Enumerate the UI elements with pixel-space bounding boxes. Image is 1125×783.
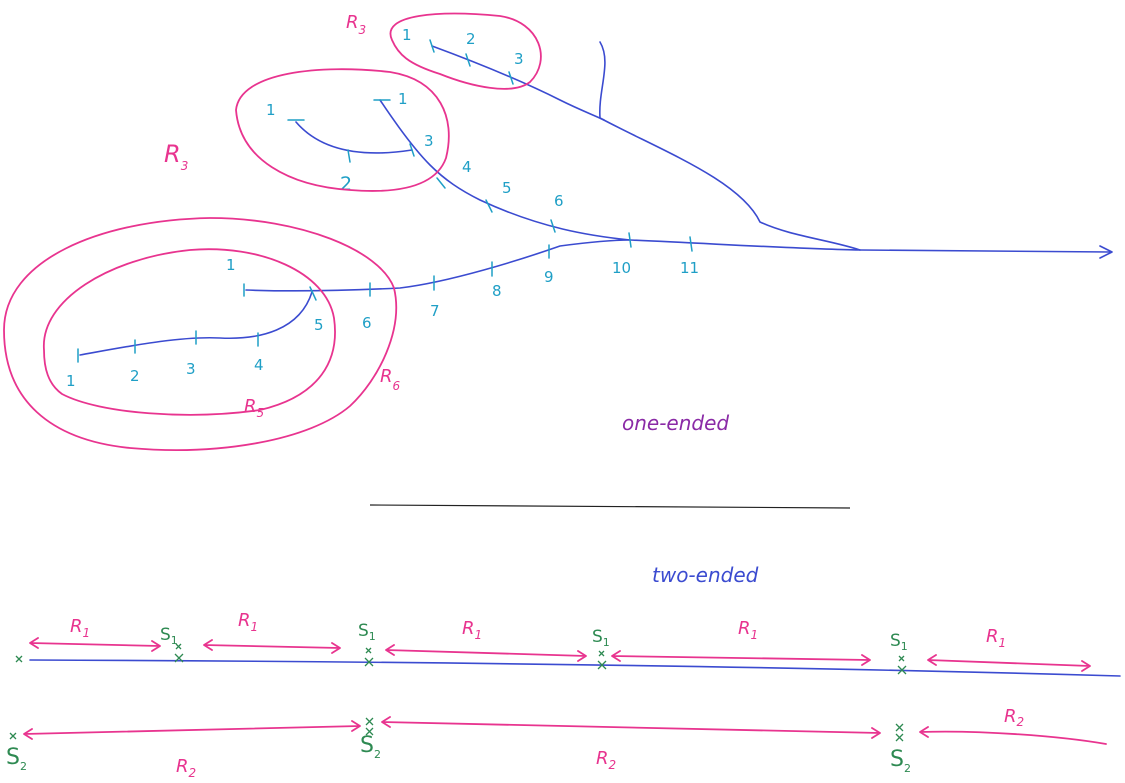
top-tick-2: 2 xyxy=(466,30,476,48)
row2-sep-2: S2 xyxy=(360,733,381,761)
row1-label-2: R1 xyxy=(238,610,258,634)
row1-label-3: R1 xyxy=(462,618,482,642)
row2-label-2: R2 xyxy=(596,748,616,772)
lower-branch xyxy=(245,239,631,292)
lower-tick-9: 9 xyxy=(544,268,554,286)
mid-tick-2: 2 xyxy=(340,173,352,195)
lower-tick-8: 8 xyxy=(492,282,502,300)
regions xyxy=(3,12,542,451)
top-tick-1: 1 xyxy=(402,26,412,44)
region-r5 xyxy=(43,248,336,416)
row1-label-1: R1 xyxy=(70,616,90,640)
two-ended-line xyxy=(29,659,1121,677)
main-tick-4: 4 xyxy=(462,158,472,176)
row2-sep-1: S2 xyxy=(6,745,27,773)
lower-tick-6: 6 xyxy=(362,314,372,332)
section-divider xyxy=(369,504,851,509)
one-ended-caption: one-ended xyxy=(622,411,729,435)
lower-tick-1: 1 xyxy=(226,256,236,274)
loop-tick-2: 2 xyxy=(130,367,140,385)
side-squiggle-branch xyxy=(599,41,861,251)
tick-marks xyxy=(77,39,693,363)
row1-sep-4: S1 xyxy=(890,631,908,653)
row1-sep-2: S1 xyxy=(358,621,376,643)
row1-label-4: R1 xyxy=(738,618,758,642)
region-r3-mid xyxy=(235,68,450,192)
mid-tick-3: 3 xyxy=(424,132,434,150)
mid-tick-1: 1 xyxy=(266,101,276,119)
tick-numbers: 1 2 3 1 2 3 1 4 5 6 10 11 1 5 6 7 8 9 1 … xyxy=(66,26,699,390)
two-ended-caption: two-ended xyxy=(652,563,759,587)
label-r3-mid: R3 xyxy=(164,140,188,173)
main-tick-10: 10 xyxy=(612,259,631,277)
loop-tick-4: 4 xyxy=(254,356,264,374)
row1-sep-3: S1 xyxy=(592,627,610,649)
row2-label-3: R2 xyxy=(1004,706,1024,729)
one-ended-tree xyxy=(79,41,1113,356)
top-tick-3: 3 xyxy=(514,50,524,68)
row2-label-1: R2 xyxy=(176,756,196,780)
lower-tick-7: 7 xyxy=(430,302,440,320)
main-tick-5: 5 xyxy=(502,179,512,197)
main-tick-11: 11 xyxy=(680,259,699,277)
region-r6 xyxy=(3,217,398,451)
main-tick-1: 1 xyxy=(398,90,408,108)
loop-tick-1: 1 xyxy=(66,372,76,390)
ray-arrowhead xyxy=(1099,245,1113,259)
top-branch xyxy=(431,45,605,121)
row1-sep-1: S1 xyxy=(160,625,178,647)
main-tick-6: 6 xyxy=(554,192,564,210)
region-labels: R3 R3 R5 R6 xyxy=(164,12,401,420)
loop-tick-3: 3 xyxy=(186,360,196,378)
label-r5: R5 xyxy=(244,396,264,420)
lower-tick-5: 5 xyxy=(314,316,324,334)
row1-separators: S1 S1 S1 S1 xyxy=(15,621,908,675)
loop-branch xyxy=(79,291,313,356)
row1-label-5: R1 xyxy=(986,626,1006,650)
label-r6: R6 xyxy=(380,366,401,393)
row1-arrows: R1 R1 R1 R1 R1 xyxy=(29,610,1091,672)
label-r3-top: R3 xyxy=(346,12,366,37)
region-r3-top xyxy=(389,12,542,90)
mid-hook-branch xyxy=(295,121,413,154)
row2: S2 S2 S2 R2 R2 R2 xyxy=(6,706,1107,780)
main-branch xyxy=(379,99,631,241)
row2-sep-3: S2 xyxy=(890,747,911,775)
main-ray xyxy=(629,239,1111,253)
